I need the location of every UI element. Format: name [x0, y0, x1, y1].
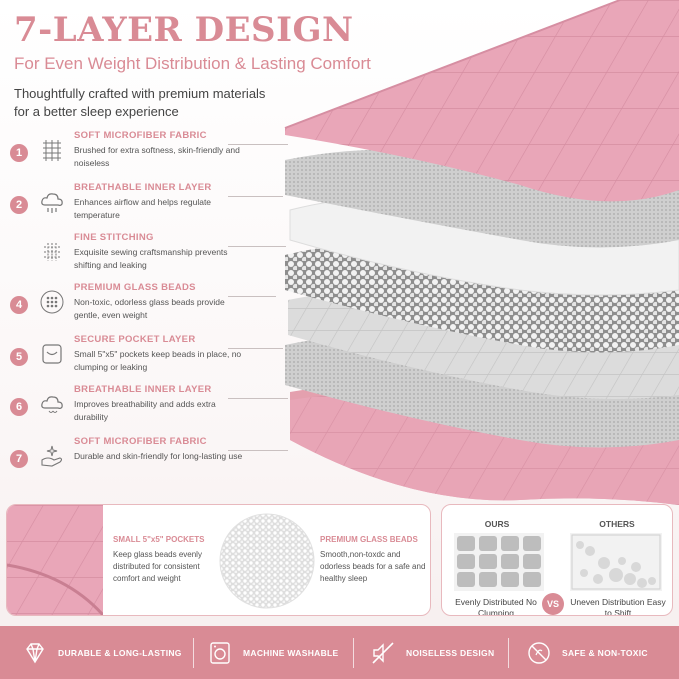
sparkle-hand-icon	[38, 442, 66, 470]
feature-panel: SMALL 5"x5" POCKETS Keep glass beads eve…	[6, 504, 431, 616]
layer-stack-illustration	[284, 0, 679, 505]
page-title: 7-LAYER DESIGN	[14, 10, 354, 50]
layer-connector-line	[228, 246, 286, 247]
layer-connector-line	[228, 144, 288, 145]
washing-machine-icon	[210, 641, 230, 664]
page-subtitle: For Even Weight Distribution & Lasting C…	[14, 54, 371, 73]
layer-title: FINE STITCHING	[74, 232, 154, 243]
stitching-grid-icon	[38, 238, 66, 266]
footer-divider	[193, 638, 194, 668]
layer-title: BREATHABLE INNER LAYER	[74, 384, 212, 395]
pocket-closeup-image	[7, 505, 103, 615]
pockets-desc: Keep glass beads evenly distributed for …	[113, 550, 202, 583]
layer-connector-line	[228, 196, 283, 197]
layer-description: Exquisite sewing craftsmanship prevents …	[74, 247, 228, 270]
features-footer: DURABLE & LONG-LASTING MACHINE WASHABLE …	[0, 626, 679, 679]
comparison-panel: OURS OTHERS VS Evenly Distributed No Clu…	[441, 504, 673, 616]
layer-description: Durable and skin-friendly for long-lasti…	[74, 451, 243, 461]
layer-item: 2 BREATHABLE INNER LAYER Enhances airflow …	[10, 182, 240, 226]
beads-title: PREMIUM GLASS BEADS	[320, 535, 418, 544]
ours-label: OURS	[484, 519, 510, 529]
layer-title: PREMIUM GLASS BEADS	[74, 282, 196, 293]
cloud-breathable-icon	[38, 390, 66, 418]
layer-description: Brushed for extra softness, skin-friendl…	[74, 145, 240, 168]
beads-closeup-image	[219, 513, 315, 609]
layer-connector-line	[228, 348, 283, 349]
layer-item: 4 PREMIUM GLASS BEADS Non-toxic, odorless …	[10, 282, 240, 326]
layer-connector-line	[228, 450, 288, 451]
layer-number-badge: 1	[10, 144, 28, 162]
footer-feature-durable: DURABLE & LONG-LASTING	[22, 626, 182, 679]
others-label: OTHERS	[599, 519, 635, 529]
layer-number-badge: 2	[10, 196, 28, 214]
footer-label-safe: SAFE & NON-TOXIC	[562, 647, 648, 658]
layer-item: 1 SOFT MICROFIBER FABRIC Brushed for extra…	[10, 130, 240, 174]
layer-item: 5 SECURE POCKET LAYER Small 5"x5" pockets …	[10, 334, 241, 378]
layer-item: 6 BREATHABLE INNER LAYER Improves breathab…	[10, 384, 240, 428]
beads-desc: Smooth,non-toxdc and odorless beads for …	[320, 550, 426, 583]
layer-description: Improves breathability and adds extra du…	[74, 399, 216, 422]
layer-number-badge: 4	[10, 296, 28, 314]
layer-description: Small 5"x5" pockets keep beads in place,…	[74, 349, 242, 372]
cloud-airflow-icon	[38, 188, 66, 216]
layer-number-badge: 7	[10, 450, 28, 468]
footer-label-durable: DURABLE & LONG-LASTING	[58, 647, 182, 658]
footer-divider	[353, 638, 354, 668]
footer-label-noiseless: NOISELESS DESIGN	[406, 647, 495, 658]
vs-badge: VS	[542, 593, 564, 615]
ours-caption: Evenly Distributed No Clumping	[455, 597, 537, 616]
layer-number-badge: 6	[10, 398, 28, 416]
footer-feature-safe: SAFE & NON-TOXIC	[526, 626, 648, 679]
pocket-icon	[38, 340, 66, 368]
layer-connector-line	[228, 296, 276, 297]
beads-dots-icon	[38, 288, 66, 316]
layer-item: 7 SOFT MICROFIBER FABRIC Durable and skin-…	[10, 436, 242, 480]
others-uneven-image	[570, 533, 662, 591]
intro-text: Thoughtfully crafted with premium materi…	[14, 86, 266, 119]
grid-fabric-icon	[38, 136, 66, 164]
layer-connector-line	[228, 398, 288, 399]
others-caption: Uneven Distribution Easy to Shift	[570, 597, 666, 616]
layer-item: FINE STITCHING Exquisite sewing craftsman…	[10, 232, 240, 276]
layer-title: BREATHABLE INNER LAYER	[74, 182, 212, 193]
layer-description: Non-toxic, odorless glass beads provide …	[74, 297, 225, 320]
footer-divider	[508, 638, 509, 668]
layer-description: Enhances airflow and helps regulate temp…	[74, 197, 212, 220]
footer-label-washable: MACHINE WASHABLE	[243, 647, 339, 658]
layer-title: SOFT MICROFIBER FABRIC	[74, 130, 207, 141]
ours-even-grid-image	[454, 533, 544, 591]
footer-feature-washable: MACHINE WASHABLE	[207, 626, 338, 679]
no-toxic-icon	[528, 641, 550, 664]
footer-feature-noiseless: NOISELESS DESIGN	[370, 626, 494, 679]
layer-title: SECURE POCKET LAYER	[74, 334, 196, 345]
pockets-title: SMALL 5"x5" POCKETS	[113, 535, 205, 544]
diamond-icon	[26, 642, 44, 663]
noiseless-icon	[372, 641, 394, 664]
layer-title: SOFT MICROFIBER FABRIC	[74, 436, 207, 447]
layer-number-badge: 5	[10, 348, 28, 366]
